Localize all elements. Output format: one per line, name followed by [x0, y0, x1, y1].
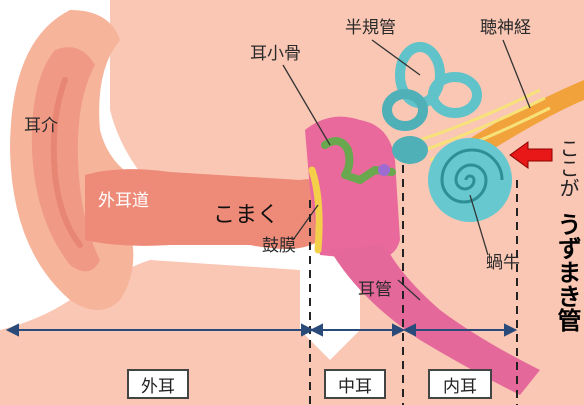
region-middle-ear: 中耳 — [324, 369, 386, 399]
region-inner-ear: 内耳 — [428, 369, 492, 399]
label-auricle: 耳介 — [24, 118, 58, 135]
label-ear-canal: 外耳道 — [98, 193, 149, 210]
vestibule — [392, 136, 428, 164]
label-eustachian-tube: 耳管 — [358, 282, 392, 299]
region-outer-ear: 外耳 — [127, 369, 189, 399]
label-cochlea: 蝸牛 — [486, 255, 520, 272]
ossicle-stapes — [378, 164, 390, 176]
label-ossicles: 耳小骨 — [250, 46, 301, 63]
label-kokaku: こまく — [213, 205, 279, 227]
label-semicircular-canals: 半規管 — [345, 20, 396, 37]
callout-prefix: ここが — [558, 138, 578, 198]
label-auditory-nerve: 聴神経 — [480, 20, 531, 37]
label-eardrum: 鼓膜 — [262, 238, 296, 255]
callout-emphasis: うずまき管 — [555, 212, 579, 332]
